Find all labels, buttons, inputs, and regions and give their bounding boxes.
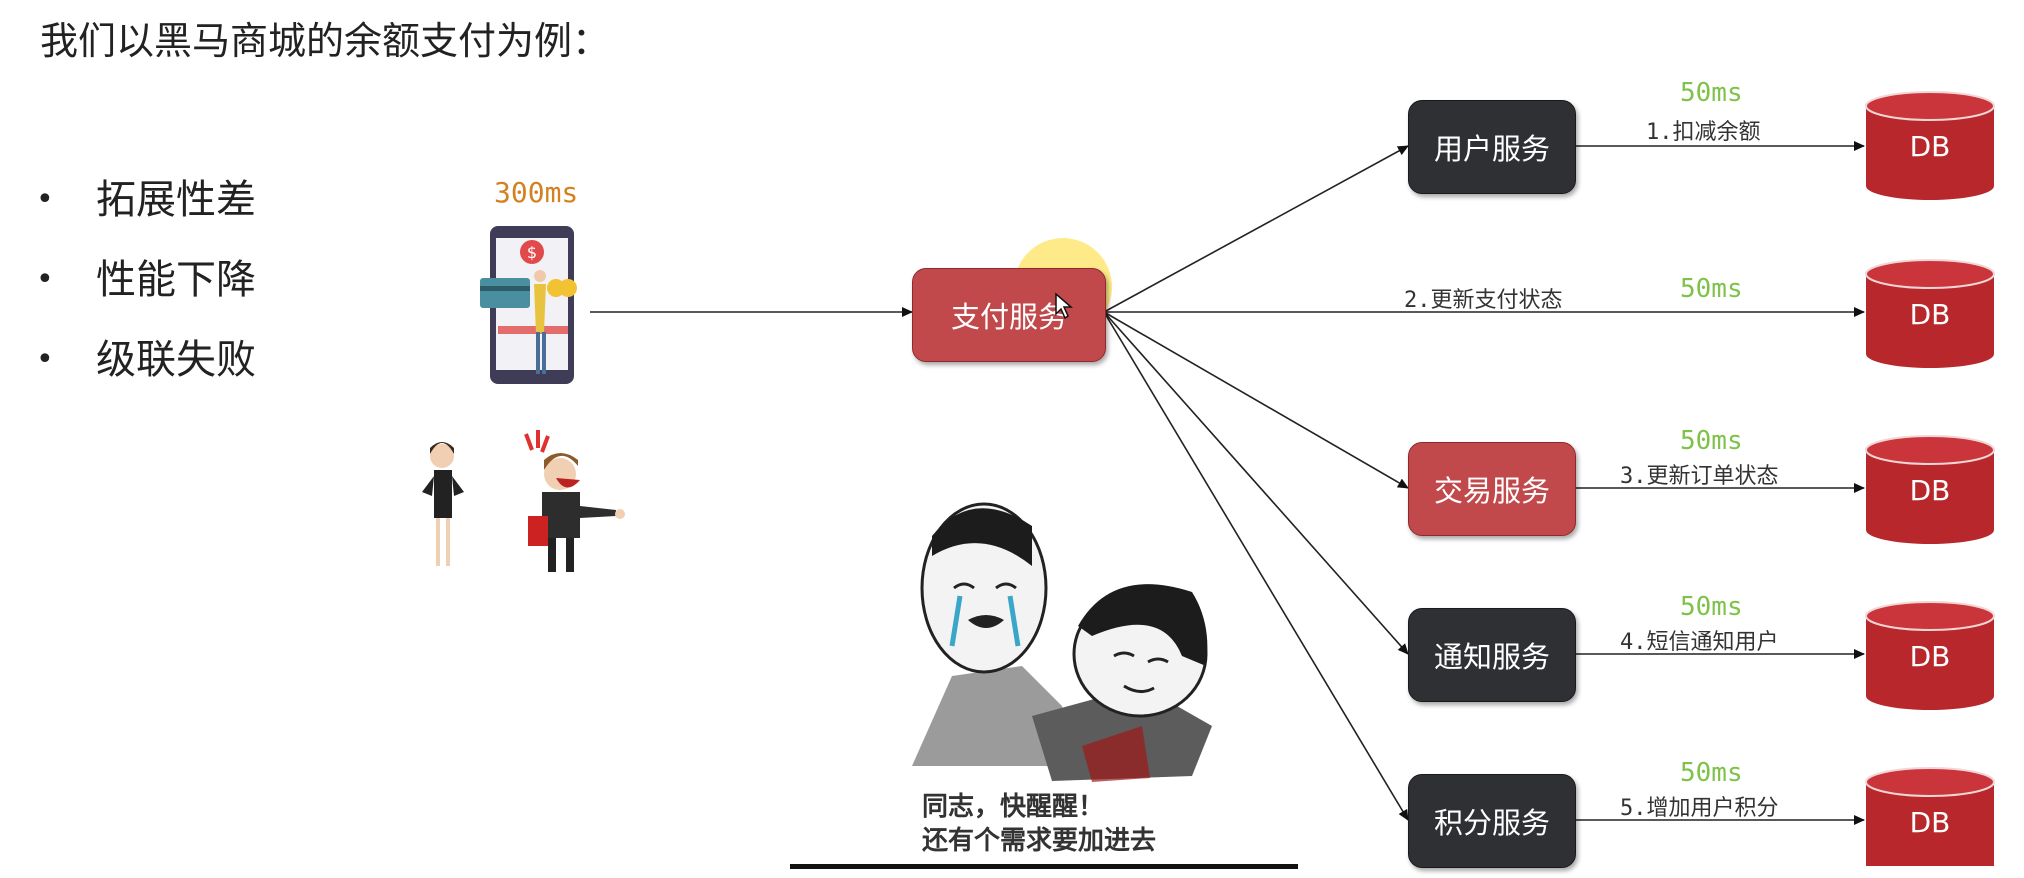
svg-text:$: $ <box>527 243 537 262</box>
database-icon: DB <box>1864 600 1996 712</box>
meme-caption-line: 同志，快醒醒！ <box>922 792 1105 822</box>
database-icon: DB <box>1864 434 1996 546</box>
bullet-text: 拓展性差 <box>96 177 256 223</box>
step-label: 5.增加用户积分 <box>1620 796 1779 821</box>
points-service-box: 积分服务 <box>1408 774 1576 868</box>
step-label: 2.更新支付状态 <box>1404 288 1563 313</box>
latency-trade: 50ms <box>1680 426 1743 456</box>
meme-caption: 同志，快醒醒！ 还有个需求要加进去 <box>922 790 1156 858</box>
database-icon: DB <box>1864 258 1996 370</box>
phone-payment-illustration: $ <box>480 226 577 384</box>
bottom-bar <box>790 864 1298 869</box>
bullet-text: 性能下降 <box>96 257 256 303</box>
db-label: DB <box>1909 806 1951 839</box>
client-latency: 300ms <box>494 176 579 209</box>
db-label: DB <box>1909 130 1951 163</box>
people-illustration <box>422 430 625 572</box>
bullet-dot: • <box>36 262 54 297</box>
latency-notify: 50ms <box>1680 592 1743 622</box>
meme-caption-line: 还有个需求要加进去 <box>922 826 1157 856</box>
arrow-pay-to-points <box>1103 311 1409 821</box>
bullet-list: • 拓展性差 • 性能下降 • 级联失败 <box>36 160 256 400</box>
slide-title: 我们以黑马商城的余额支付为例： <box>40 19 611 63</box>
step-label: 1.扣减余额 <box>1646 120 1761 145</box>
user-service-box: 用户服务 <box>1408 100 1576 194</box>
notify-service-box: 通知服务 <box>1408 608 1576 702</box>
db-label: DB <box>1909 298 1951 331</box>
bullet-item: • 性能下降 <box>36 240 256 320</box>
database-icon: DB <box>1864 766 1996 878</box>
latency-status: 50ms <box>1680 274 1743 304</box>
pay-service-box: 支付服务 <box>912 268 1106 362</box>
step-label: 4.短信通知用户 <box>1620 630 1779 655</box>
database-icon: DB <box>1864 90 1996 202</box>
bullet-dot: • <box>36 182 54 217</box>
meme-illustration <box>912 502 1212 782</box>
trade-service-box: 交易服务 <box>1408 442 1576 536</box>
latency-points: 50ms <box>1680 758 1743 788</box>
arrow-pay-to-trade <box>1103 311 1409 489</box>
db-label: DB <box>1909 640 1951 673</box>
bullet-text: 级联失败 <box>96 337 256 383</box>
bullet-dot: • <box>36 342 54 377</box>
step-label: 3.更新订单状态 <box>1620 464 1779 489</box>
bullet-item: • 拓展性差 <box>36 160 256 240</box>
bullet-item: • 级联失败 <box>36 320 256 400</box>
db-label: DB <box>1909 474 1951 507</box>
arrow-pay-to-user <box>1103 145 1409 313</box>
cursor-icon <box>1055 292 1074 320</box>
latency-user: 50ms <box>1680 78 1743 108</box>
arrow-pay-to-notify <box>1103 311 1409 655</box>
